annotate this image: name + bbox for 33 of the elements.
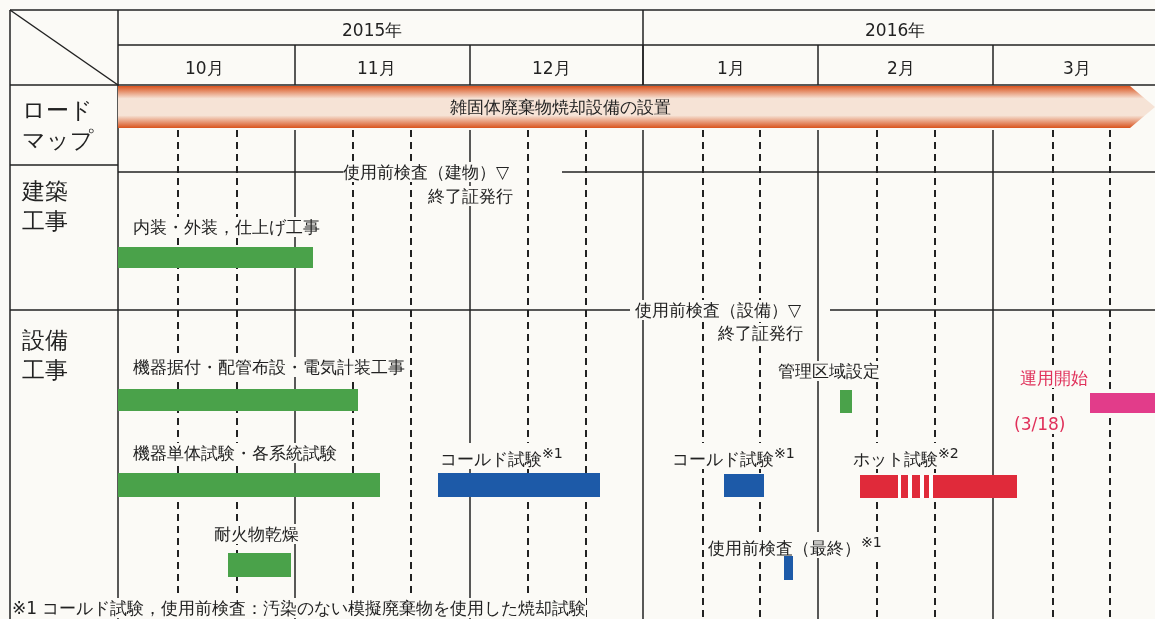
milestone-label: 使用前検査（設備）▽ xyxy=(635,300,802,320)
milestone-note: 終了証発行 xyxy=(428,186,513,206)
gantt-bar xyxy=(724,474,764,497)
year-header: 2015年 xyxy=(342,20,403,40)
task-label: 機器単体試験・各系統試験 xyxy=(133,443,337,463)
gantt-bar xyxy=(1090,393,1155,413)
gantt-bar xyxy=(118,473,380,497)
gantt-bar xyxy=(118,247,313,268)
milestone-label: 使用前検査（建物）▽ xyxy=(343,162,510,182)
task-label: 管理区域設定 xyxy=(778,361,880,381)
milestone-date: (3/18) xyxy=(1014,414,1066,434)
task-label: ホット試験$^{※2}$ xyxy=(853,443,959,469)
month-header: 10月 xyxy=(185,58,224,78)
month-header: 11月 xyxy=(357,58,396,78)
month-header: 1月 xyxy=(717,58,745,78)
task-label: コールド試験$^{※1}$ xyxy=(440,443,563,469)
task-label: コールド試験$^{※1}$ xyxy=(672,443,795,469)
gantt-bar xyxy=(438,473,600,497)
row-header: 設備工事 xyxy=(22,326,69,385)
month-header: 3月 xyxy=(1063,58,1091,78)
task-label: 耐火物乾燥 xyxy=(214,524,299,544)
row-header: ロードマップ xyxy=(22,96,95,155)
row-header: 建築工事 xyxy=(22,177,69,236)
gantt-bar xyxy=(228,553,291,577)
month-header: 2月 xyxy=(887,58,915,78)
month-header: 12月 xyxy=(532,58,571,78)
gantt-bar xyxy=(860,475,1017,498)
roadmap-title: 雑固体廃棄物焼却設備の設置 xyxy=(450,97,671,117)
task-label: 使用前検査（最終）$^{※1}$ xyxy=(708,532,882,558)
gantt-bar xyxy=(784,556,793,580)
gantt-bar xyxy=(840,390,852,413)
year-header: 2016年 xyxy=(865,20,926,40)
gantt-bar xyxy=(118,389,358,411)
